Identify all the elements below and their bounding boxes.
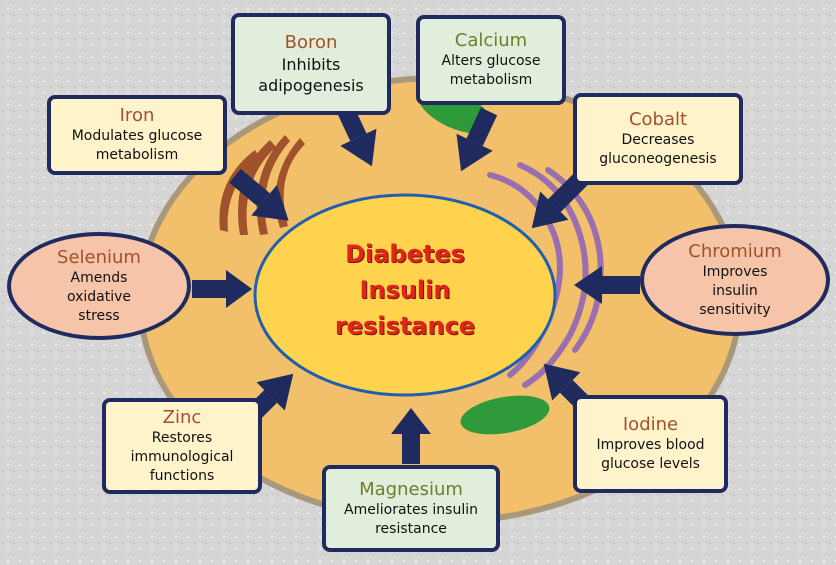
center-label: Diabetes Insulin resistance [290,236,520,344]
cobalt-box: Cobalt Decreases gluconeogenesis [573,93,743,185]
chromium-effect-line: insulin [712,282,758,299]
zinc-effect-line: immunological [130,448,234,465]
calcium-effect-line: Alters glucose [441,53,541,69]
magnesium-title: Magnesium [359,478,463,500]
iodine-title: Iodine [622,414,679,435]
cobalt-effect-line: gluconeogenesis [599,151,717,167]
selenium-title: Selenium [57,246,141,268]
chromium-effect-line: Improves [702,263,768,280]
arrow-selenium [192,270,252,308]
chromium-effect-line: sensitivity [699,301,771,318]
cobalt-title: Cobalt [628,109,688,130]
boron-effect-line: Inhibits [281,55,341,74]
iodine-box: Iodine Improves blood glucose levels [573,395,728,493]
magnesium-box: Magnesium Ameliorates insulin resistance [322,465,500,552]
center-line: Insulin [359,276,451,304]
chromium-box: Chromium Improves insulin sensitivity [640,224,830,336]
calcium-box: Calcium Alters glucose metabolism [416,15,566,105]
calcium-title: Calcium [454,30,528,51]
mitochondrion [460,395,550,435]
arrow-calcium [456,107,498,172]
nucleus [253,193,557,397]
arrow-magnesium [391,408,431,464]
selenium-box: Selenium Amends oxidative stress [7,232,191,340]
selenium-effect-line: stress [78,307,120,324]
arrow-iron [229,168,289,221]
magnesium-effect-line: resistance [375,520,447,537]
arrows [192,102,640,464]
iron-box: Iron Modulates glucose metabolism [47,95,227,175]
zinc-effect-line: functions [149,467,215,484]
boron-effect-line: adipogenesis [258,76,364,95]
magnesium-effect-line: Ameliorates insulin [344,501,478,518]
zinc-box: Zinc Restores immunological functions [102,398,262,494]
calcium-effect-line: metabolism [449,72,533,88]
arrow-chromium [574,266,640,304]
boron-title: Boron [284,32,338,53]
zinc-effect-line: Restores [151,429,213,446]
iron-effect-line: metabolism [95,147,179,163]
selenium-effect-line: Amends [70,269,128,286]
selenium-effect-line: oxidative [66,288,132,305]
center-line: resistance [334,312,476,340]
iron-effect-line: Modulates glucose [71,128,203,144]
iron-title: Iron [119,105,155,126]
chromium-title: Chromium [688,240,782,262]
boron-box: Boron Inhibits adipogenesis [231,13,391,115]
iodine-effect-line: Improves blood [596,437,705,453]
zinc-title: Zinc [162,406,202,428]
cobalt-effect-line: Decreases [621,132,695,148]
iodine-effect-line: glucose levels [601,456,700,472]
center-line: Diabetes [345,240,465,268]
